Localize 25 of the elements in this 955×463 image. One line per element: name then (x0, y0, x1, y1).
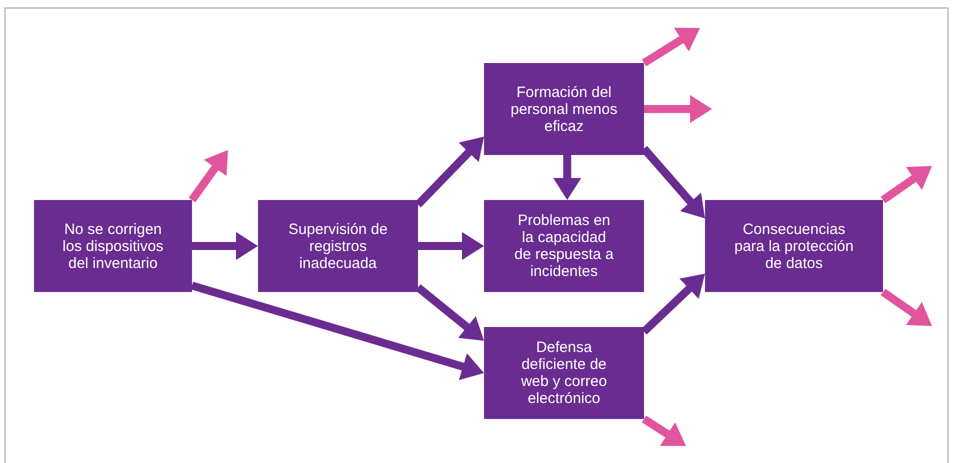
arrow (415, 284, 484, 341)
box-label: Problemas en la capacidad de respuesta a incidentes (514, 212, 614, 280)
arrow (415, 136, 484, 208)
arrow (553, 155, 582, 200)
process-box (484, 327, 644, 419)
arrow (644, 95, 712, 123)
arrow (880, 166, 932, 204)
arrow (641, 274, 705, 334)
box-label: Formación del personal menos eficaz (510, 84, 618, 134)
process-box (705, 200, 883, 292)
arrow (642, 416, 686, 446)
box-label: Defensa deficiente de web y correo electrónico (520, 339, 608, 407)
box-label: No se corrigen los dispositivos del inventario (62, 220, 164, 272)
arrow (188, 150, 228, 202)
arrow (642, 28, 700, 66)
arrow (192, 232, 258, 260)
arrow (190, 282, 484, 380)
box-label: Consecuencias para la protección de datos (733, 220, 855, 272)
process-box (484, 200, 644, 292)
arrow (880, 288, 932, 326)
arrow (418, 232, 484, 260)
process-box (34, 200, 192, 292)
process-box (258, 200, 418, 292)
process-box (484, 63, 644, 155)
box-label: Supervisión de registros inadecuada (287, 220, 389, 272)
